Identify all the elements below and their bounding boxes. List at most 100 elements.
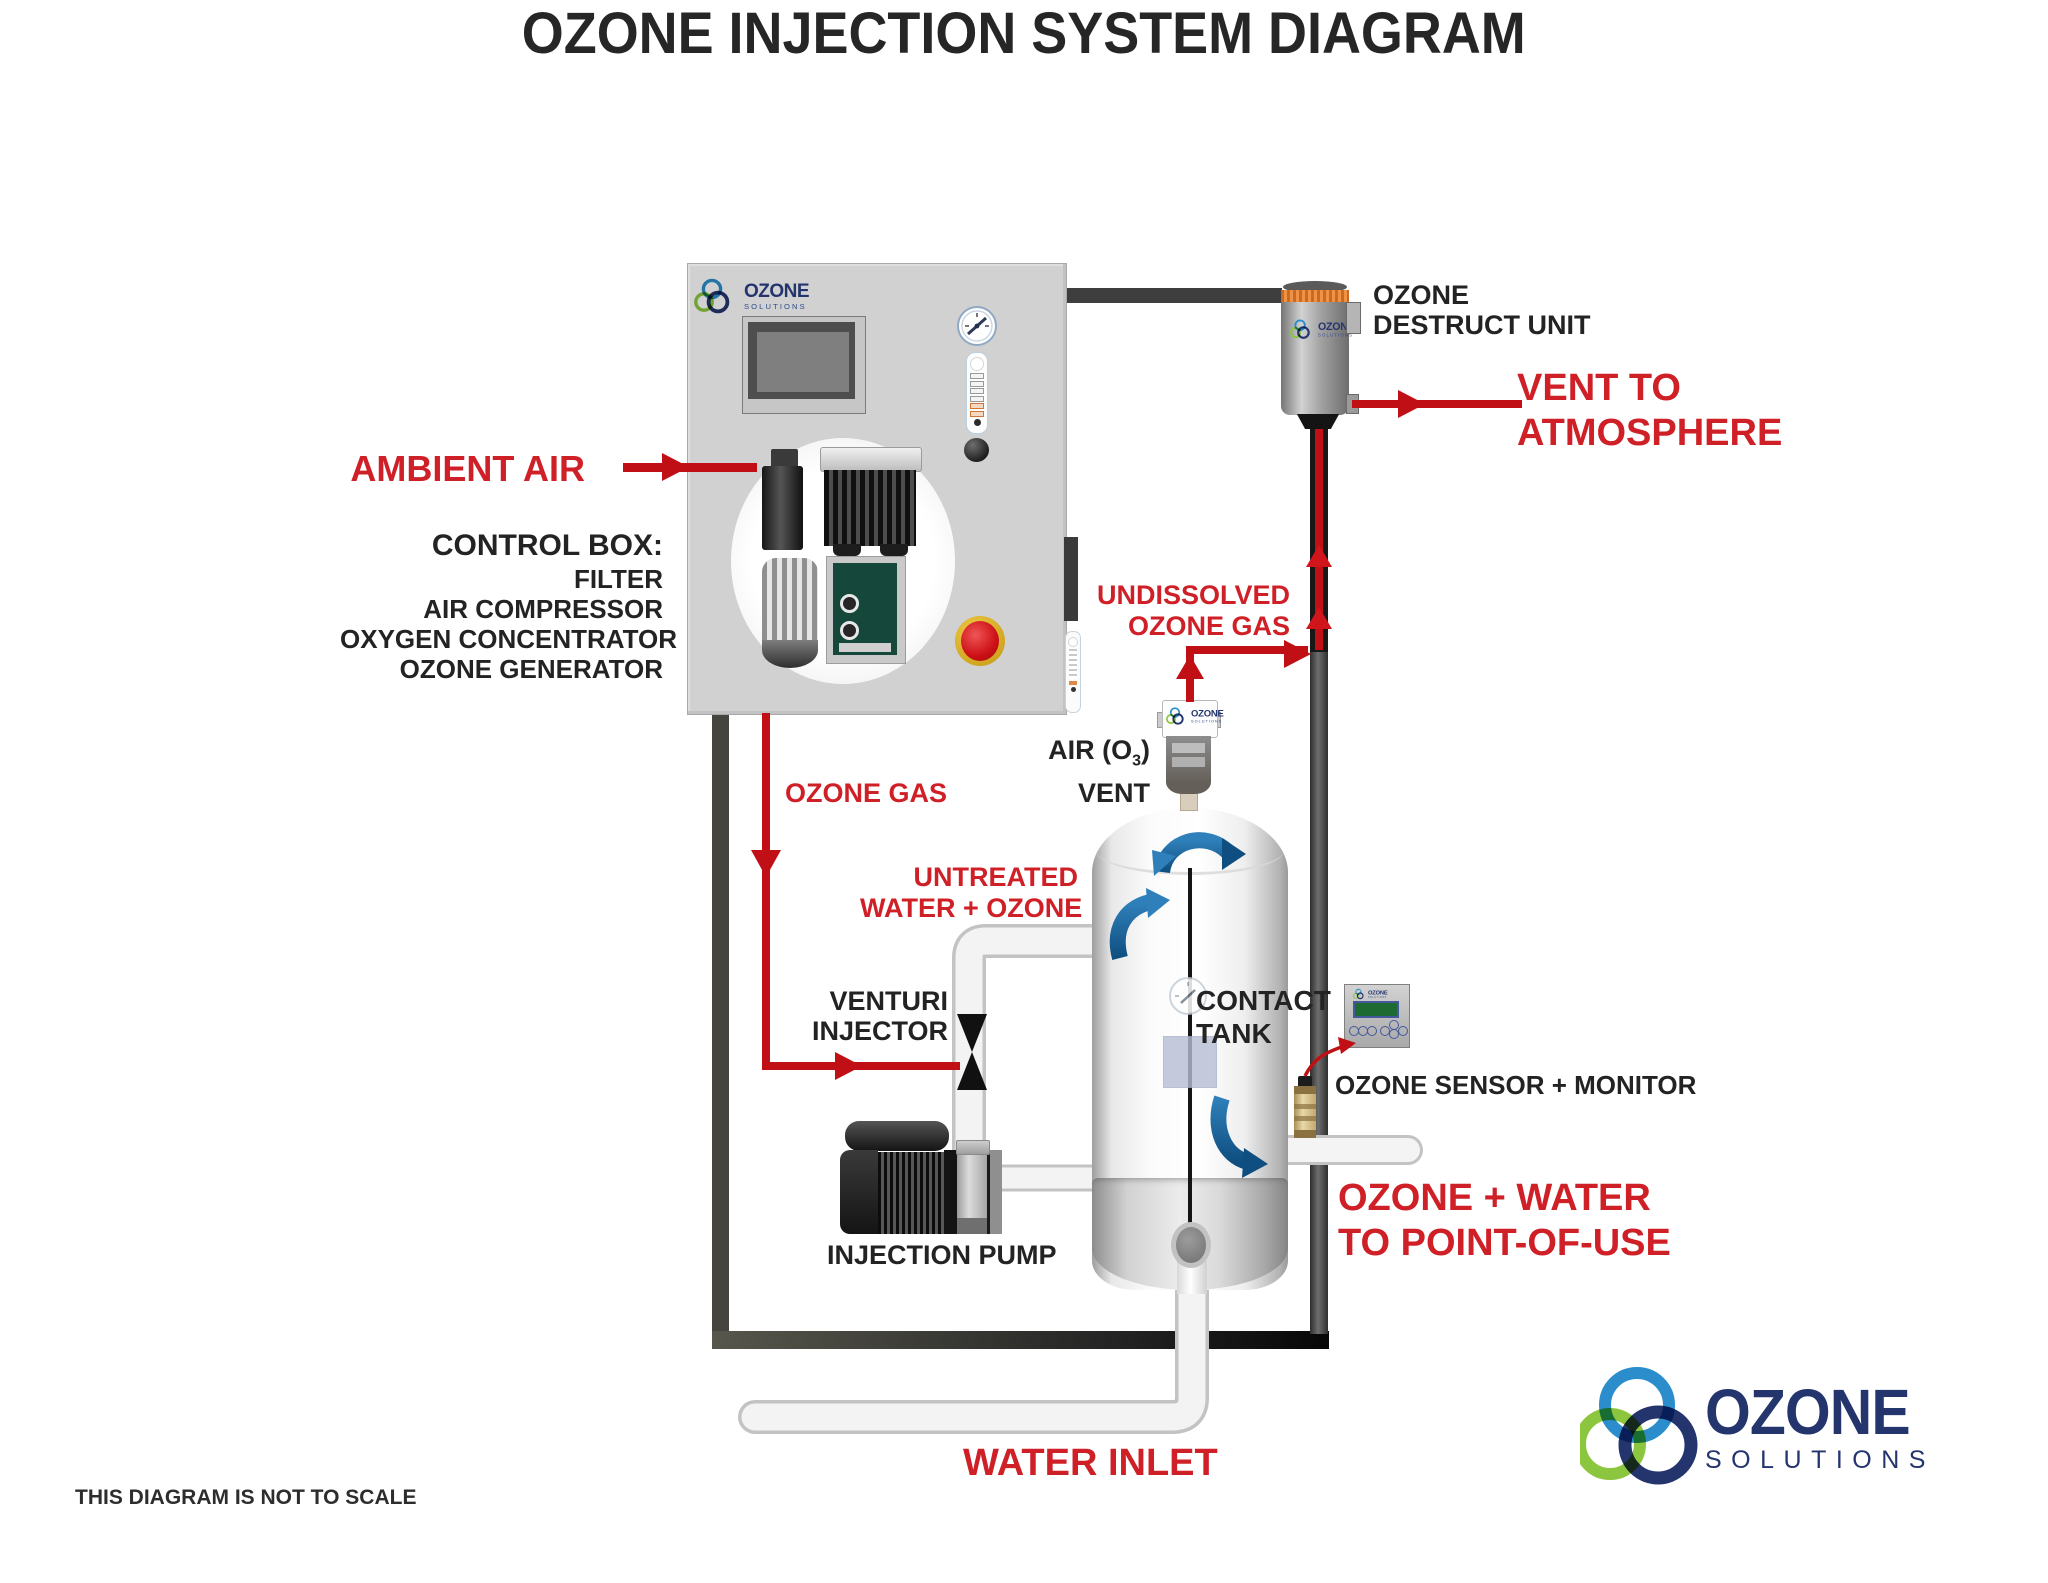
- pipe-top-horizontal: [1063, 288, 1282, 303]
- pump-end-cap: [840, 1150, 878, 1234]
- generator-port-1: [840, 594, 859, 613]
- flow-meter: [966, 352, 988, 434]
- contact-label-line1: CONTACT: [1196, 985, 1331, 1016]
- ozone-monitor: OZONE SOLUTIONS: [1344, 984, 1410, 1048]
- ambient-air-arrowhead-icon: [662, 453, 689, 481]
- venturi-feed-arrowhead-icon: [835, 1052, 862, 1080]
- estop-button-icon: [961, 621, 999, 661]
- sensor-band-mid1: [1294, 1104, 1316, 1109]
- control-box-item-filter: FILTER: [573, 564, 663, 594]
- sensor-band-bottom: [1294, 1130, 1316, 1138]
- side-flow-meter: [1065, 631, 1081, 713]
- vent-line-horizontal: [1186, 646, 1308, 654]
- brand-sub: SOLUTIONS: [1318, 332, 1354, 338]
- brand-sub: SOLUTIONS: [1368, 995, 1387, 999]
- destruct-bracket: [1346, 302, 1361, 334]
- venturi-label-line1: VENTURI: [829, 986, 948, 1016]
- page-title-wrap: OZONE INJECTION SYSTEM DIAGRAM: [0, 0, 2048, 67]
- control-box-title: CONTROL BOX:: [431, 529, 663, 562]
- injection-pump-label: INJECTION PUMP: [827, 1240, 1057, 1270]
- knob-icon: [964, 438, 989, 462]
- pump-ring: [944, 1150, 957, 1234]
- monitor-logo: OZONE SOLUTIONS: [1353, 988, 1388, 1001]
- venturi-injector-top: [957, 1014, 987, 1052]
- control-box-legend: CONTROL BOX: FILTER AIR COMPRESSOR OXYGE…: [340, 527, 677, 684]
- footer-brand-rings-icon: [1574, 1367, 1698, 1485]
- undissolved-label: UNDISSOLVED OZONE GAS: [1060, 580, 1290, 642]
- destruct-feed-red-stripe: [1315, 420, 1323, 650]
- brand-name: OZONE: [1318, 320, 1355, 333]
- vent-up-arrowhead-icon: [1176, 655, 1204, 679]
- filter-component: [762, 466, 803, 550]
- water-inlet-label: WATER INLET: [963, 1442, 1218, 1484]
- brand-name: OZONE: [744, 281, 810, 302]
- air-compressor-component: [824, 470, 916, 546]
- filter-cap: [771, 449, 798, 468]
- monitor-lcd: [1353, 1001, 1399, 1018]
- destruct-bottom-fitting: [1296, 414, 1340, 429]
- compressor-top-plate: [820, 447, 922, 472]
- ambient-air-line: [623, 463, 757, 472]
- sensor-cap: [1298, 1076, 1312, 1088]
- hmi-screen-display: [757, 332, 849, 392]
- contact-tank-label: CONTACT TANK: [1196, 984, 1331, 1050]
- footer-brand-text: OZONE SOLUTIONS: [1705, 1376, 1935, 1475]
- pipe-coupling: [956, 1140, 990, 1155]
- control-box-item-compressor: AIR COMPRESSOR: [423, 594, 663, 624]
- air-vent-pre: AIR (O: [1048, 735, 1133, 765]
- vent-junction-arrowhead-icon: [1284, 640, 1311, 668]
- injection-pump-motor: [878, 1152, 944, 1234]
- undissolved-line2: OZONE GAS: [1127, 611, 1290, 641]
- brand-rings-icon: [694, 278, 730, 314]
- air-vent-sub: 3: [1132, 752, 1141, 770]
- point-of-use-line1: OZONE + WATER: [1338, 1177, 1651, 1219]
- destruct-logo: OZONE SOLUTIONS: [1290, 318, 1355, 343]
- monitor-button: [1398, 1026, 1408, 1036]
- ozone-gas-line-vertical: [762, 713, 770, 1064]
- pump-head: [987, 1150, 1002, 1234]
- footer-brand-name: OZONE: [1705, 1376, 1911, 1448]
- vent-stem: [1180, 793, 1198, 811]
- generator-slot: [839, 643, 891, 652]
- monitor-button: [1367, 1026, 1377, 1036]
- control-box-logo: OZONE SOLUTIONS: [694, 276, 810, 320]
- pipe-left-vertical: [712, 713, 729, 1335]
- point-of-use-label: OZONE + WATER TO POINT-OF-USE: [1338, 1176, 1671, 1266]
- venturi-label: VENTURI INJECTOR: [800, 986, 948, 1046]
- stripe-arrowhead-1-icon: [1306, 545, 1332, 567]
- footer-brand-sub: SOLUTIONS: [1705, 1446, 1935, 1474]
- venturi-label-line2: INJECTOR: [811, 1016, 948, 1046]
- brand-sub: SOLUTIONS: [744, 302, 807, 311]
- untreated-label: UNTREATED WATER + OZONE: [860, 862, 1082, 924]
- vent-label-line2: ATMOSPHERE: [1517, 412, 1783, 454]
- contact-label-line2: TANK: [1196, 1018, 1272, 1049]
- destruct-label-line1: OZONE: [1373, 280, 1470, 310]
- compressor-foot-right: [880, 544, 908, 556]
- venturi-injector-bottom: [957, 1052, 987, 1090]
- sensor-band-top: [1294, 1086, 1316, 1094]
- sensor-band-mid2: [1294, 1116, 1316, 1121]
- ozone-destruct-unit: [1281, 302, 1349, 415]
- ambient-air-label: AMBIENT AIR: [350, 448, 585, 489]
- tank-gauge-icon: [1169, 977, 1207, 1015]
- oxygen-concentrator-component: [762, 558, 818, 646]
- air-vent-band-1: [1172, 743, 1205, 753]
- pump-handle: [845, 1121, 949, 1151]
- undissolved-line1: UNDISSOLVED: [1096, 580, 1290, 610]
- air-vent-band-2: [1172, 757, 1205, 767]
- ozone-gas-arrowhead-icon: [751, 850, 781, 877]
- ozone-sensor: [1294, 1086, 1316, 1138]
- sensor-monitor-label: OZONE SENSOR + MONITOR: [1335, 1070, 1697, 1100]
- untreated-line1: UNTREATED: [913, 862, 1079, 892]
- control-box-item-generator: OZONE GENERATOR: [399, 654, 663, 684]
- brand-name: OZONE: [1368, 989, 1388, 996]
- pipe-bottom-horizontal: [712, 1331, 1329, 1349]
- destruct-label-line2: DESTRUCT UNIT: [1373, 310, 1591, 340]
- side-bracket: [1064, 537, 1078, 621]
- oxygen-concentrator-base: [762, 640, 818, 668]
- air-vent-label: AIR (O3) VENT: [1000, 734, 1150, 810]
- compressor-foot-left: [833, 544, 861, 556]
- air-vent-label-line2: VENT: [1077, 778, 1150, 809]
- vent-label-line1: VENT TO: [1517, 367, 1681, 409]
